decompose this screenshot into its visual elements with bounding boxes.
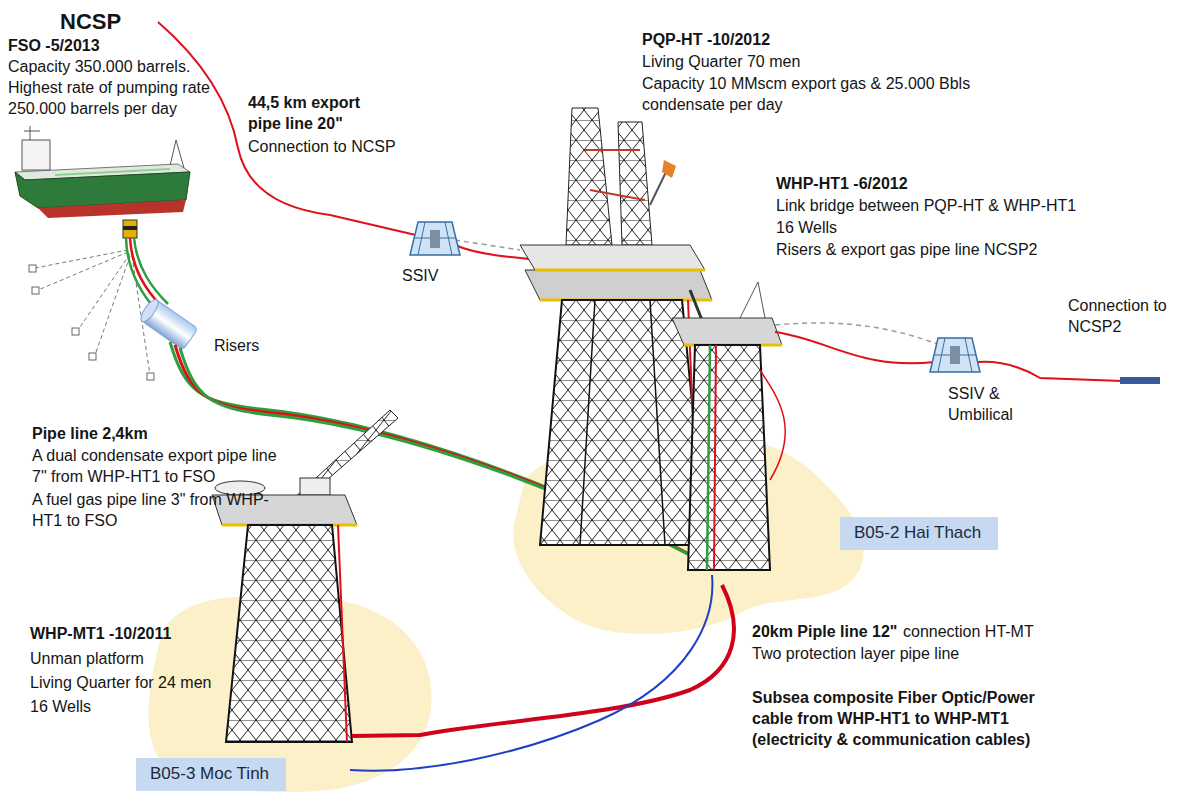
heading-text: 20km Piple line 12" (752, 622, 897, 643)
heading-text: WHP-MT1 -10/2011 (30, 624, 171, 645)
annotation-text: Risers & export gas pipe line NCSP2 (776, 240, 1037, 261)
annotation-text: A dual condensate export pipe line 7" fr… (32, 446, 294, 488)
heading-text: 44,5 km export pipe line 20" (248, 93, 393, 135)
annotation-text: SSIV & Umbilical (948, 384, 1038, 426)
annotation-text: Two protection layer pipe line (752, 644, 959, 665)
fso-ship (15, 126, 190, 238)
heading-text: PQP-HT -10/2012 (642, 30, 770, 51)
annotation-text: SSIV (402, 266, 438, 287)
annotation-text: Link bridge between PQP-HT & WHP-HT1 (776, 196, 1076, 217)
area-name: B05-2 Hai Thach (854, 522, 981, 544)
annotation-text: A fuel gas pipe line 3" from WHP-HT1 to … (32, 490, 294, 532)
ncsp2-pipeline (760, 323, 1160, 480)
heading-text: FSO -5/2013 (8, 36, 100, 57)
heading-text: Pipe line 2,4km (32, 424, 148, 445)
annotation-text: connection HT-MT (903, 622, 1034, 643)
annotation-text: Living Quarter for 24 men (30, 673, 211, 694)
riser-lines (126, 238, 168, 310)
ht-mt-pipeline (350, 575, 734, 771)
area-label-box: B05-2 Hai Thach (840, 517, 998, 550)
annotation-text: Capacity 350.000 barrels. (8, 57, 190, 78)
annotation-text: Unman platform (30, 649, 144, 670)
annotation-text: 16 Wells (776, 218, 837, 239)
area-label-box: B05-3 Moc Tinh (136, 758, 286, 791)
area-name: B05-3 Moc Tinh (150, 763, 269, 785)
whp-ht1-platform (672, 282, 782, 570)
annotation-text: Highest rate of pumping rate 250.000 bar… (8, 78, 233, 120)
riser-base (138, 297, 198, 350)
annotation-text: 16 Wells (30, 697, 91, 718)
annotation-text: Living Quarter 70 men (642, 52, 800, 73)
annotation-text: Connection to NCSP (248, 137, 396, 158)
annotation-text: Connection to NCSP2 (1068, 296, 1183, 338)
heading-text: WHP-HT1 -6/2012 (776, 174, 908, 195)
place-label: NCSP (60, 8, 121, 37)
annotation-text: Capacity 10 MMscm export gas & 25.000 Bb… (642, 74, 1012, 116)
annotation-text: Risers (214, 336, 259, 357)
anchor-symbol (29, 265, 154, 380)
heading-text: Subsea composite Fiber Optic/Power cable… (752, 688, 1072, 750)
